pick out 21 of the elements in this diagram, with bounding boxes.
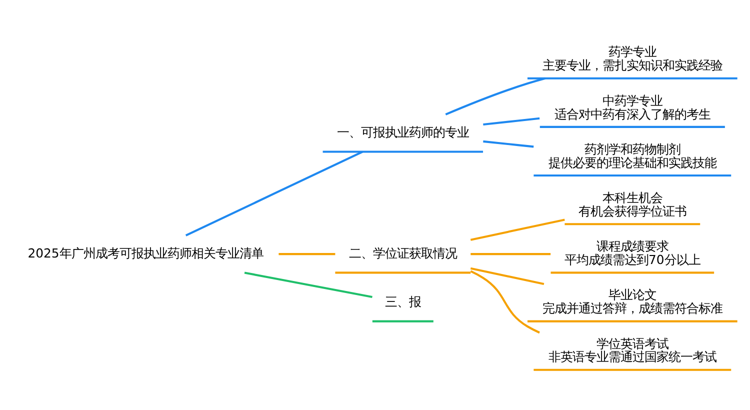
connector	[470, 266, 544, 284]
connector	[470, 218, 565, 240]
connector	[483, 140, 534, 148]
node-text: 2025年广州成考可报执业药师相关专业清单	[28, 244, 264, 260]
node-text: 一、可报执业药师的专业	[336, 124, 469, 139]
node-text: 课程成绩要求 平均成绩需达到70分以上	[564, 238, 700, 267]
connector	[470, 270, 540, 334]
connector	[470, 252, 551, 255]
connector	[244, 271, 372, 298]
node-text: 中药学专业 适合对中药有深入了解的考生	[554, 92, 710, 121]
node-text: 学位英语考试 非英语专业需通过国家统一考试	[548, 335, 716, 364]
connector	[483, 116, 540, 126]
node-text: 二、学位证获取情况	[348, 244, 457, 260]
connector	[445, 76, 546, 115]
node-text: 毕业论文 完成并通过答辩，成绩需符合标准	[542, 286, 722, 316]
connector	[278, 252, 336, 255]
node-text: 本科生机会 有机会获得学位证书	[578, 189, 686, 218]
node-text: 药剂学和药物制剂 提供必要的理论基础和实践技能	[548, 140, 716, 170]
node-text: 药学专业 主要专业，需扎实知识和实践经验	[542, 44, 722, 72]
node-text: 三、报	[384, 293, 421, 308]
connector	[185, 150, 363, 236]
